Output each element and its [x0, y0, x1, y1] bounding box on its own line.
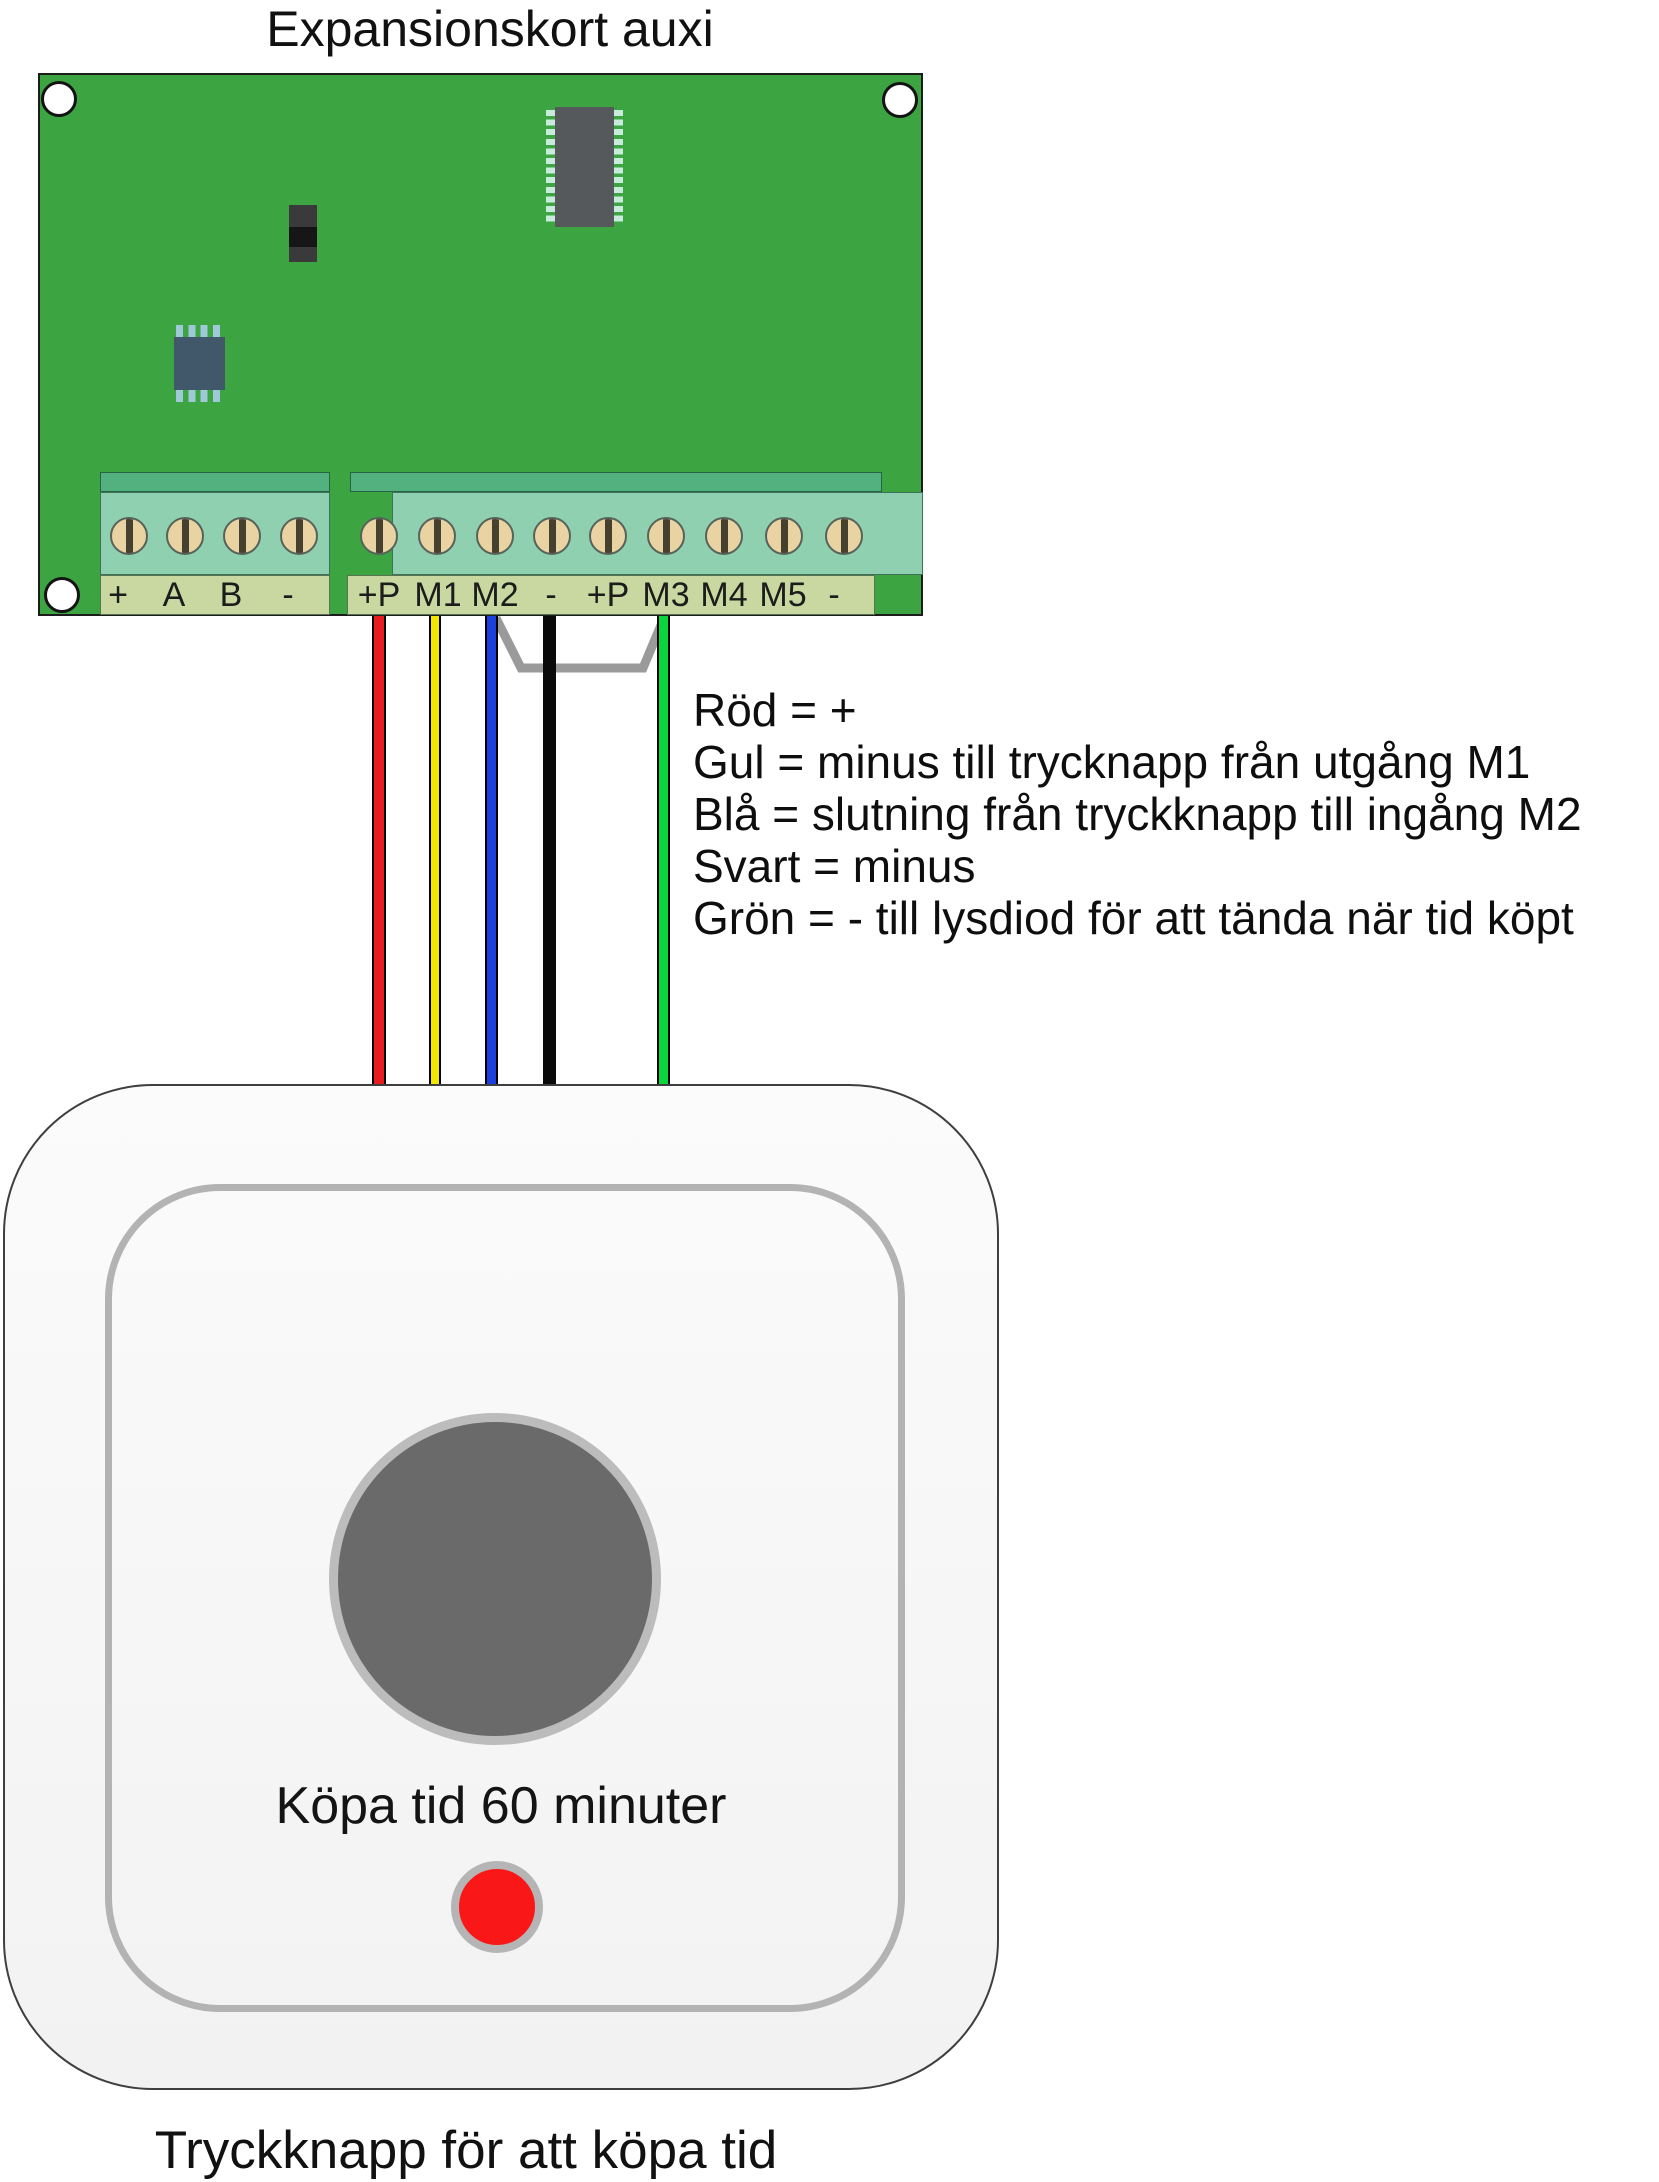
- transistor-icon: [289, 205, 317, 262]
- terminal-screw-icon: [223, 517, 261, 555]
- green-wire: [657, 616, 670, 1086]
- diagram-caption: Tryckknapp för att köpa tid: [154, 2121, 778, 2180]
- terminal-label: -: [828, 576, 840, 614]
- terminal-screw-icon: [476, 517, 514, 555]
- legend-line-blue: Blå = slutning från tryckknapp till ingå…: [693, 788, 1582, 840]
- soic-chip-icon: [174, 325, 225, 402]
- terminal-block-left-top: [100, 472, 330, 492]
- terminal-screw-icon: [705, 517, 743, 555]
- legend-line-red: Röd = +: [693, 684, 857, 736]
- terminal-label: M1: [414, 576, 462, 614]
- pushbutton-faceplate: [105, 1184, 905, 2012]
- wire-legend: Röd = + Gul = minus till trycknapp från …: [693, 684, 1582, 944]
- mounting-hole-icon: [41, 81, 77, 117]
- legend-line-green: Grön = - till lysdiod för att tända när …: [693, 892, 1574, 944]
- terminal-screw-icon: [589, 517, 627, 555]
- terminal-label: +P: [586, 576, 630, 614]
- terminal-label: +: [108, 576, 128, 614]
- terminal-screw-icon: [825, 517, 863, 555]
- chip-pins-icon: [546, 110, 555, 224]
- legend-line-yellow: Gul = minus till trycknapp från utgång M…: [693, 736, 1531, 788]
- pushbutton-device: Köpa tid 60 minuter: [3, 1084, 999, 2090]
- terminal-screw-icon: [533, 517, 571, 555]
- terminal-screw-icon: [110, 517, 148, 555]
- terminal-label: M2: [471, 576, 519, 614]
- terminal-screw-icon: [166, 517, 204, 555]
- terminal-label: +P: [357, 576, 401, 614]
- terminal-label: M5: [759, 576, 807, 614]
- wire-bundle-bracket: [491, 615, 669, 673]
- red-wire: [372, 616, 386, 1086]
- terminal-label: B: [219, 576, 243, 614]
- chip-pins-icon: [176, 325, 223, 337]
- terminal-block-right-label-strip: [347, 575, 875, 615]
- terminal-screw-icon: [418, 517, 456, 555]
- terminal-label: A: [162, 576, 186, 614]
- terminal-screw-icon: [647, 517, 685, 555]
- pushbutton-button[interactable]: [329, 1413, 661, 1745]
- led-indicator-icon: [451, 1861, 543, 1953]
- yellow-wire: [429, 616, 441, 1086]
- blue-wire: [485, 616, 498, 1086]
- chip-pins-icon: [614, 110, 623, 224]
- expansion-board: + A B - +P M1 M2 - +P M3 M4 M5 -: [38, 73, 923, 616]
- terminal-block-right-top: [350, 472, 882, 492]
- terminal-label: M4: [700, 576, 748, 614]
- ic-chip-icon: [546, 107, 623, 227]
- pushbutton-label: Köpa tid 60 minuter: [275, 1777, 727, 1835]
- terminal-screw-icon: [360, 517, 398, 555]
- terminal-label: M3: [642, 576, 690, 614]
- terminal-screw-icon: [280, 517, 318, 555]
- chip-pins-icon: [176, 390, 223, 402]
- mounting-hole-icon: [882, 82, 918, 118]
- terminal-screw-icon: [765, 517, 803, 555]
- terminal-label: -: [282, 576, 294, 614]
- legend-line-black: Svart = minus: [693, 840, 976, 892]
- diagram-title: Expansionskort auxi: [266, 1, 714, 57]
- transistor-band-icon: [289, 227, 317, 247]
- terminal-label: -: [545, 576, 557, 614]
- black-wire: [543, 616, 556, 1086]
- terminal-block-left-label-strip: [100, 575, 330, 615]
- mounting-hole-icon: [44, 577, 80, 613]
